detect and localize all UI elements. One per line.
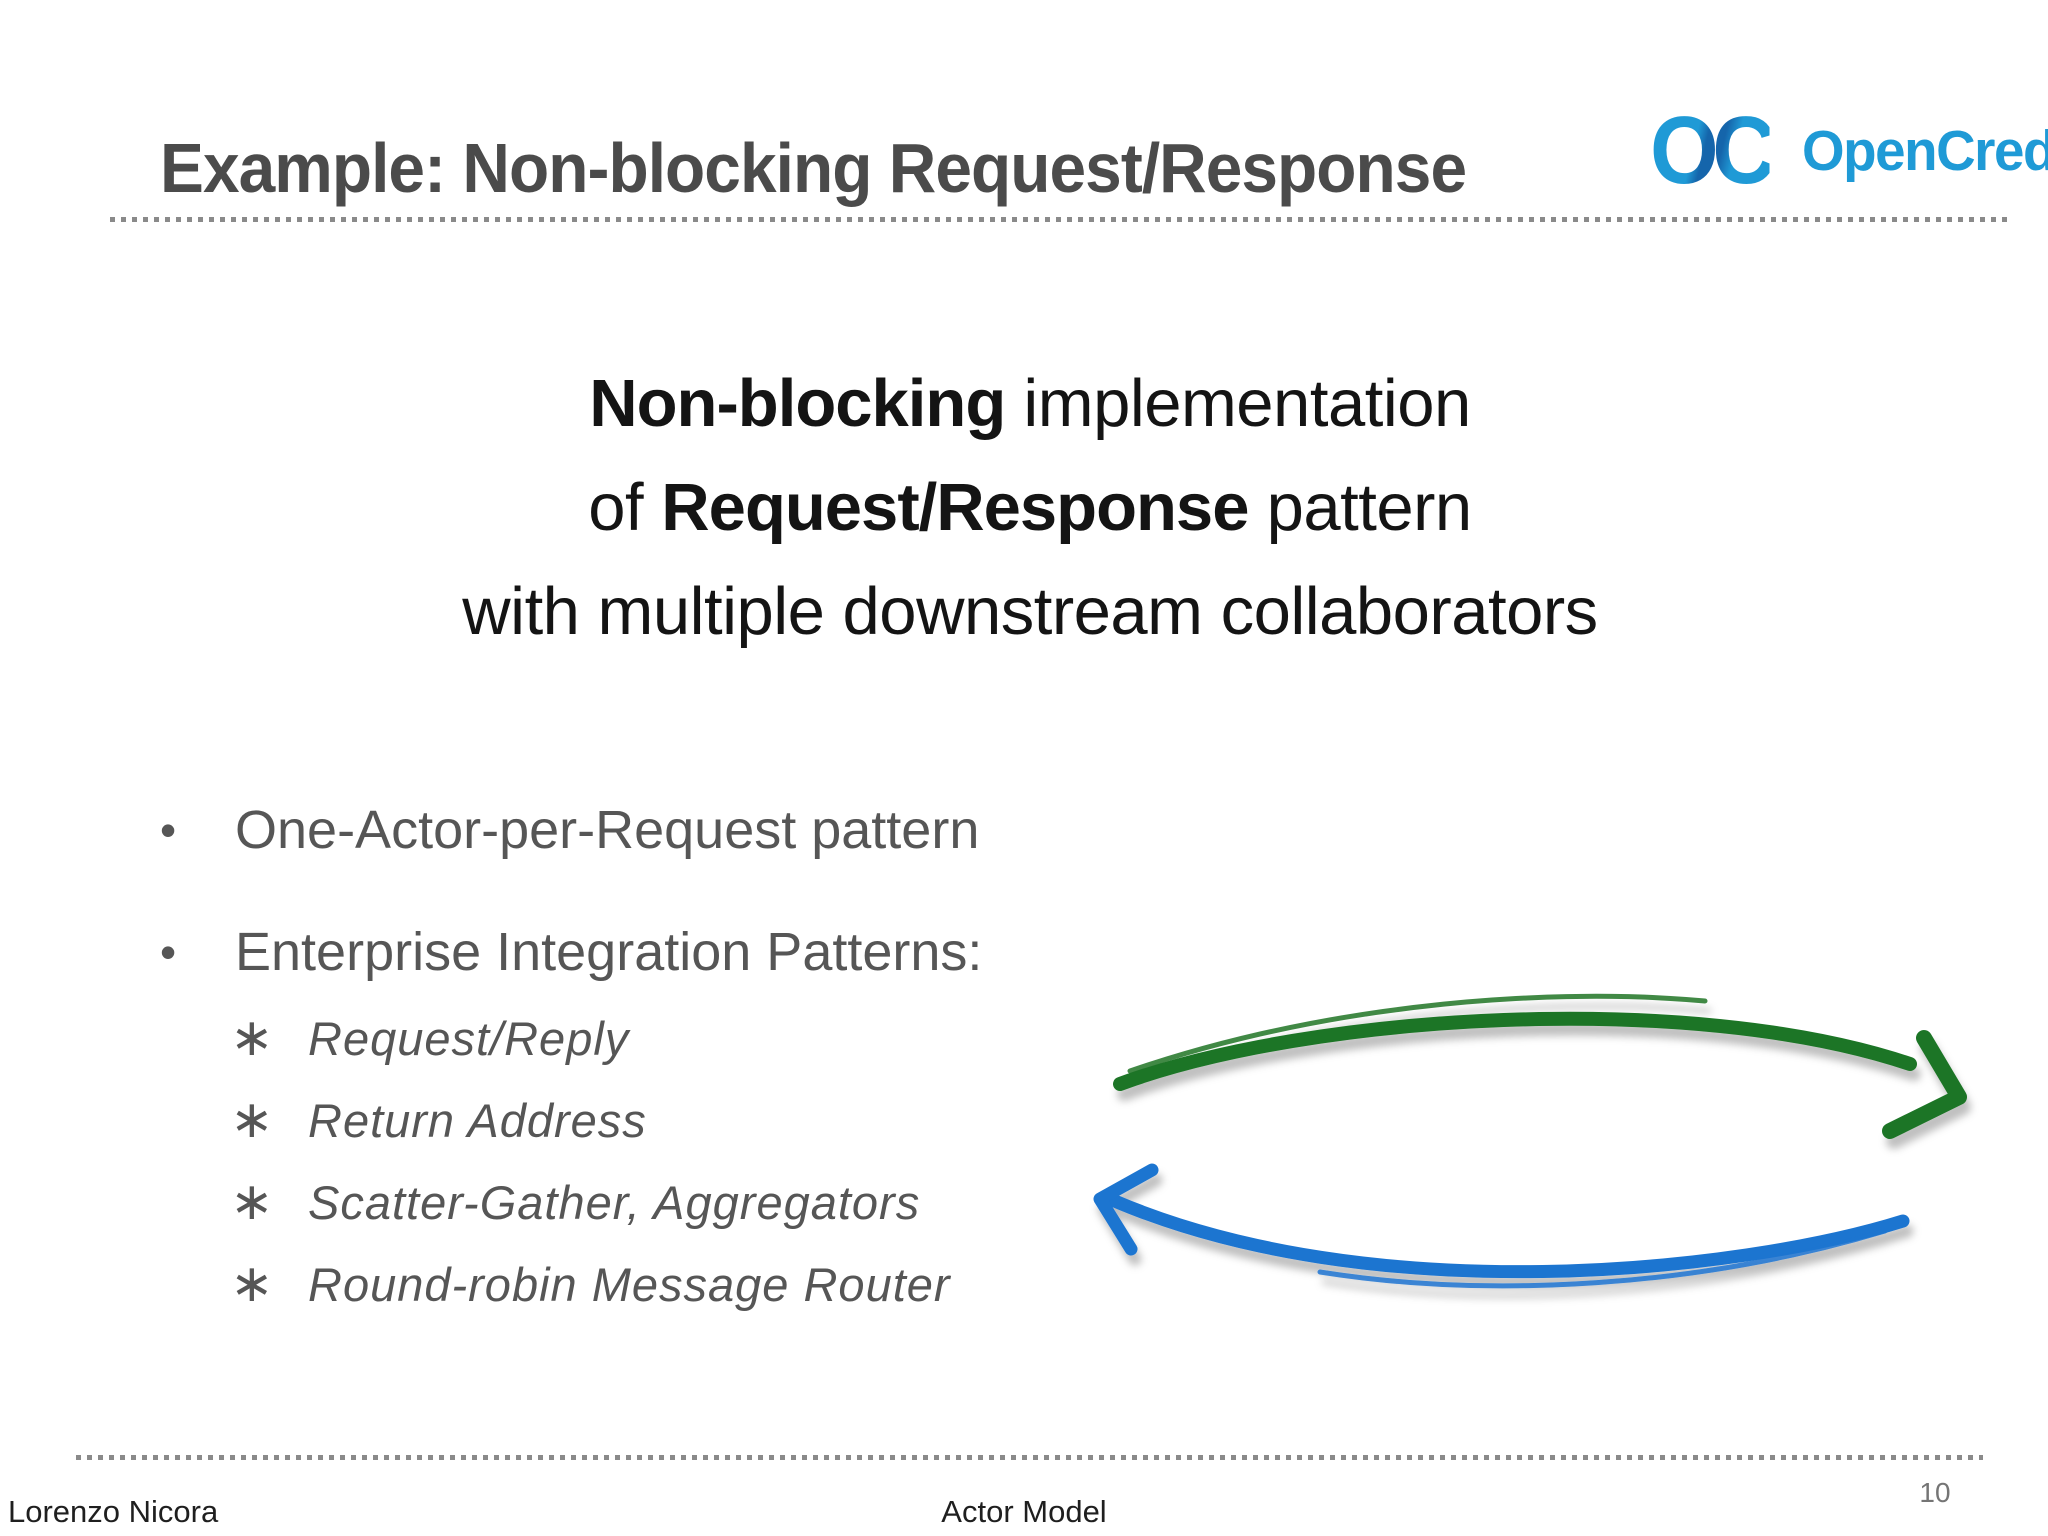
main-statement: Non-blocking implementation of Request/R… [0, 352, 2048, 664]
footer-divider-dotted-line [76, 1455, 1983, 1460]
bullet-label: Enterprise Integration Patterns: [235, 922, 983, 982]
sub-bullet-label: Request/Reply [308, 1012, 630, 1065]
asterisk-bullet-icon: ∗ [230, 1173, 274, 1231]
sub-bullet-label: Return Address [308, 1094, 647, 1147]
blue-arrowhead-icon [1093, 1163, 1159, 1256]
statement-line-1-bold: Non-blocking [589, 366, 1006, 441]
bullet-dot: • [160, 804, 177, 856]
statement-line-1: Non-blocking implementation [0, 352, 2048, 456]
statement-line-2: of Request/Response pattern [0, 456, 2048, 560]
statement-line-2-pre: of [588, 470, 662, 545]
statement-line-3-text: with multiple downstream collaborators [462, 574, 1598, 649]
sub-bullet-label: Round-robin Message Router [308, 1258, 951, 1311]
footer-author: Lorenzo Nicora [8, 1494, 219, 1529]
sub-bullet-item: ∗ Return Address [230, 1092, 647, 1150]
page-number: 10 [1919, 1477, 1951, 1508]
bullet-dot: • [160, 926, 177, 978]
statement-line-2-rest: pattern [1248, 470, 1473, 545]
statement-line-1-rest: implementation [1005, 366, 1471, 441]
sub-bullet-label: Scatter-Gather, Aggregators [308, 1176, 921, 1229]
slide-title: Example: Non-blocking Request/Response [160, 129, 1467, 207]
green-arrowhead-icon [1882, 1030, 1967, 1139]
sub-bullet-item: ∗ Round-robin Message Router [230, 1256, 951, 1314]
sub-bullet-item: ∗ Scatter-Gather, Aggregators [230, 1174, 920, 1232]
green-request-arrow [1113, 993, 1967, 1139]
opencredo-logo-text: OpenCredo [1802, 119, 2048, 183]
opencredo-logo: OC OpenCredo [1650, 103, 2048, 199]
opencredo-logo-mark-icon: OC [1650, 97, 1776, 204]
asterisk-bullet-icon: ∗ [230, 1009, 274, 1067]
title-divider-dotted-line [110, 217, 2010, 222]
footer-deck-title: Actor Model [941, 1494, 1107, 1529]
sub-bullet-item: ∗ Request/Reply [230, 1010, 629, 1068]
asterisk-bullet-icon: ∗ [230, 1091, 274, 1149]
blue-response-arrow [1093, 1163, 1910, 1289]
statement-line-3: with multiple downstream collaborators [0, 560, 2048, 664]
bullet-item: • Enterprise Integration Patterns: [160, 920, 982, 984]
statement-line-2-bold: Request/Response [661, 470, 1249, 545]
bullet-label: One-Actor-per-Request pattern [235, 800, 980, 860]
bullet-item: • One-Actor-per-Request pattern [160, 798, 979, 862]
asterisk-bullet-icon: ∗ [230, 1255, 274, 1313]
